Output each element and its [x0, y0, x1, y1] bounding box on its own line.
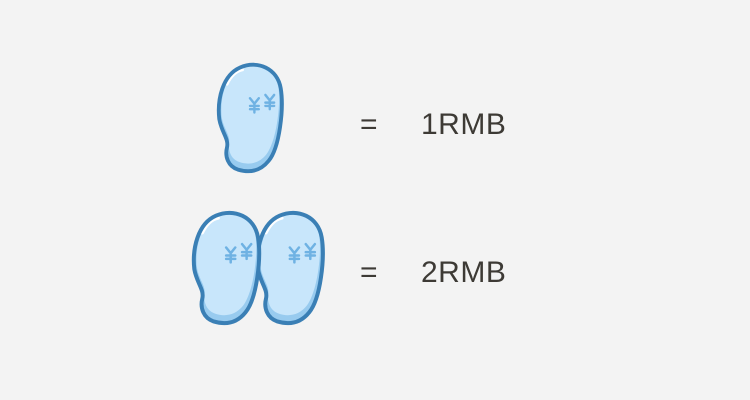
price-value-2: 2RMB	[421, 256, 507, 289]
double-bean-icon	[191, 210, 325, 326]
yen-bean-icon	[216, 62, 284, 174]
yen-bean-icon	[191, 210, 262, 326]
double-bean-group	[190, 210, 326, 326]
yen-bean-icon	[255, 210, 325, 326]
equals-sign-1: =	[360, 108, 378, 141]
price-value-1: 1RMB	[421, 108, 507, 141]
equals-sign-2: =	[360, 256, 378, 289]
single-bean-group	[210, 62, 290, 174]
